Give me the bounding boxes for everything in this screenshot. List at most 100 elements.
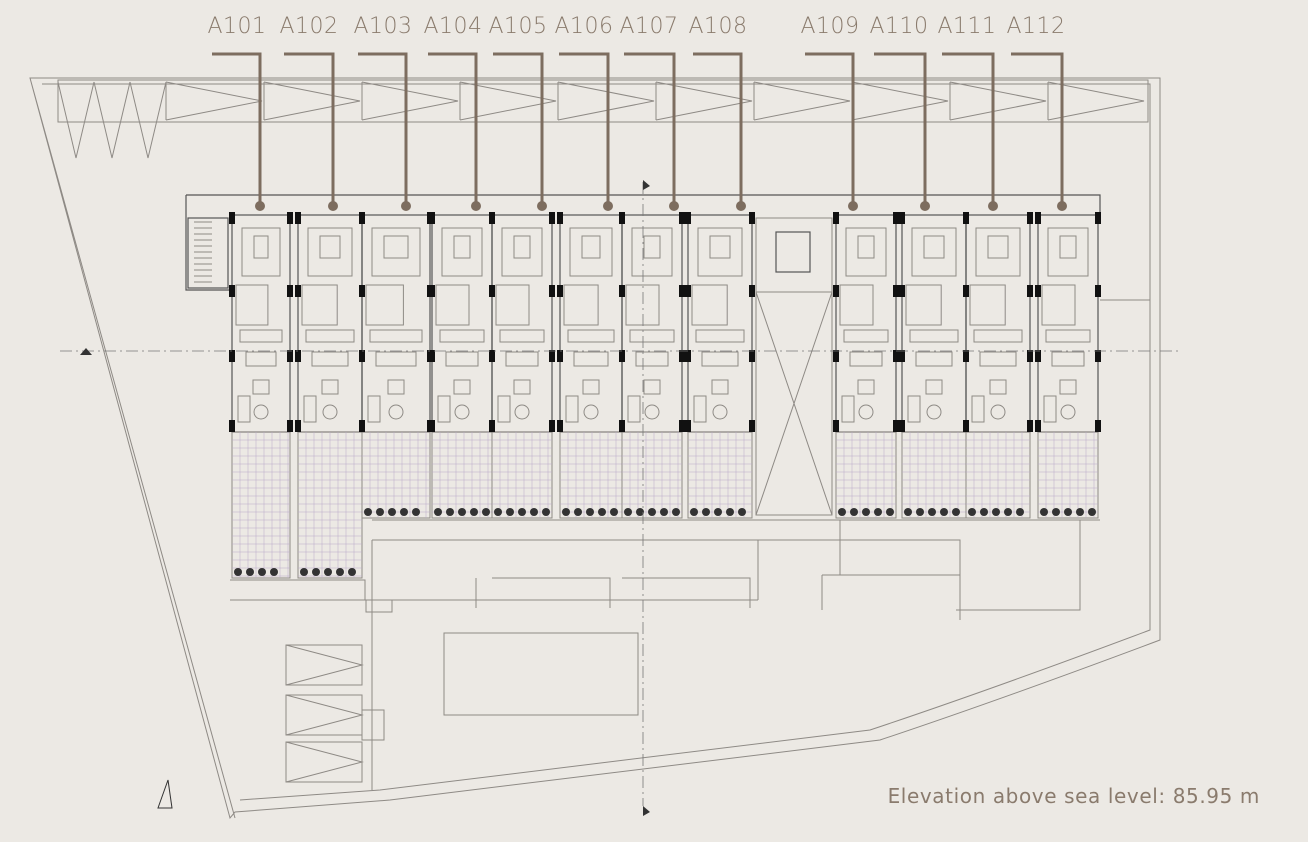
- planter-shrub: [506, 508, 514, 516]
- unit-terrace: [231, 431, 291, 579]
- unit-label-a106[interactable]: A106: [554, 14, 614, 39]
- unit-label-a112[interactable]: A112: [1006, 14, 1066, 39]
- column: [893, 285, 899, 297]
- leader-dot: [328, 201, 338, 211]
- parking-bay: [165, 81, 263, 121]
- armchair: [321, 379, 339, 395]
- unit-label-a103[interactable]: A103: [353, 14, 413, 39]
- coffee-table: [926, 404, 942, 420]
- planter-shrub: [412, 508, 420, 516]
- bathroom: [625, 284, 660, 326]
- section-marker-b-top-icon: [643, 180, 650, 190]
- unit-label-a110[interactable]: A110: [869, 14, 929, 39]
- leader-dot: [920, 201, 930, 211]
- column: [1027, 285, 1033, 297]
- column: [557, 350, 563, 362]
- unit-a101: [229, 212, 293, 579]
- bedroom: [911, 227, 957, 277]
- leader-dot: [603, 201, 613, 211]
- kitchen-counter: [843, 329, 889, 343]
- bed: [987, 235, 1009, 259]
- column: [489, 350, 495, 362]
- unit-interior: [1037, 214, 1099, 433]
- dining-table: [915, 351, 953, 367]
- armchair: [1059, 379, 1077, 395]
- unit-terrace: [1037, 431, 1099, 519]
- planter-shrub: [838, 508, 846, 516]
- planter-shrub: [364, 508, 372, 516]
- sofa: [971, 395, 985, 423]
- section-marker-b-bottom-icon: [643, 806, 650, 816]
- column: [295, 212, 301, 224]
- dining-table: [1051, 351, 1085, 367]
- column: [679, 420, 685, 432]
- coffee-table: [514, 404, 530, 420]
- unit-a109: [833, 212, 899, 519]
- unit-terrace: [431, 431, 493, 519]
- column: [557, 420, 563, 432]
- armchair: [857, 379, 875, 395]
- column: [229, 350, 235, 362]
- unit-label-a104[interactable]: A104: [423, 14, 483, 39]
- unit-interior: [621, 214, 683, 433]
- column: [963, 212, 969, 224]
- column: [749, 285, 755, 297]
- leader-line: [874, 52, 927, 204]
- planter-shrub: [336, 568, 344, 576]
- column: [619, 285, 625, 297]
- leader-line: [284, 52, 335, 204]
- unit-terrace: [361, 431, 431, 519]
- unit-interior: [835, 214, 897, 433]
- bed: [513, 235, 531, 259]
- column: [489, 420, 495, 432]
- planter-shrub: [1016, 508, 1024, 516]
- bed: [1059, 235, 1077, 259]
- bin-store: [365, 599, 393, 613]
- planter-shrub: [610, 508, 618, 516]
- bathroom: [839, 284, 874, 326]
- dining-table: [979, 351, 1017, 367]
- planter-shrub: [916, 508, 924, 516]
- site-boundary: [29, 77, 1161, 820]
- column: [833, 350, 839, 362]
- bed: [923, 235, 945, 259]
- parking-bay: [655, 81, 753, 121]
- planter-shrub: [636, 508, 644, 516]
- parking-bay: [93, 81, 131, 159]
- kitchen-counter: [439, 329, 485, 343]
- coffee-table: [253, 404, 269, 420]
- unit-leaders: [212, 52, 1067, 211]
- column: [295, 350, 301, 362]
- bedroom: [307, 227, 353, 277]
- parking-bay: [459, 81, 557, 121]
- unit-label-a109[interactable]: A109: [800, 14, 860, 39]
- bathroom: [495, 284, 530, 326]
- parking-bay: [361, 81, 459, 121]
- unit-label-a102[interactable]: A102: [279, 14, 339, 39]
- column: [1095, 212, 1101, 224]
- column: [1095, 350, 1101, 362]
- dining-table: [849, 351, 883, 367]
- column: [619, 350, 625, 362]
- unit-label-a108[interactable]: A108: [688, 14, 748, 39]
- unit-label-a105[interactable]: A105: [488, 14, 548, 39]
- parking-bay: [285, 644, 364, 686]
- planter-shrub: [928, 508, 936, 516]
- bathroom: [563, 284, 599, 326]
- column: [1035, 285, 1041, 297]
- leader-dot: [471, 201, 481, 211]
- bed: [857, 235, 875, 259]
- section-marker-a-icon: [80, 348, 92, 355]
- courtyard-void: [755, 291, 833, 516]
- column: [1035, 420, 1041, 432]
- planter-shrub: [562, 508, 570, 516]
- column: [229, 285, 235, 297]
- bed: [383, 235, 409, 259]
- unit-a110: [899, 212, 969, 519]
- bedroom: [371, 227, 421, 277]
- unit-label-a111[interactable]: A111: [937, 14, 997, 39]
- planter-shrub: [992, 508, 1000, 516]
- unit-label-a101[interactable]: A101: [207, 14, 267, 39]
- unit-label-a107[interactable]: A107: [619, 14, 679, 39]
